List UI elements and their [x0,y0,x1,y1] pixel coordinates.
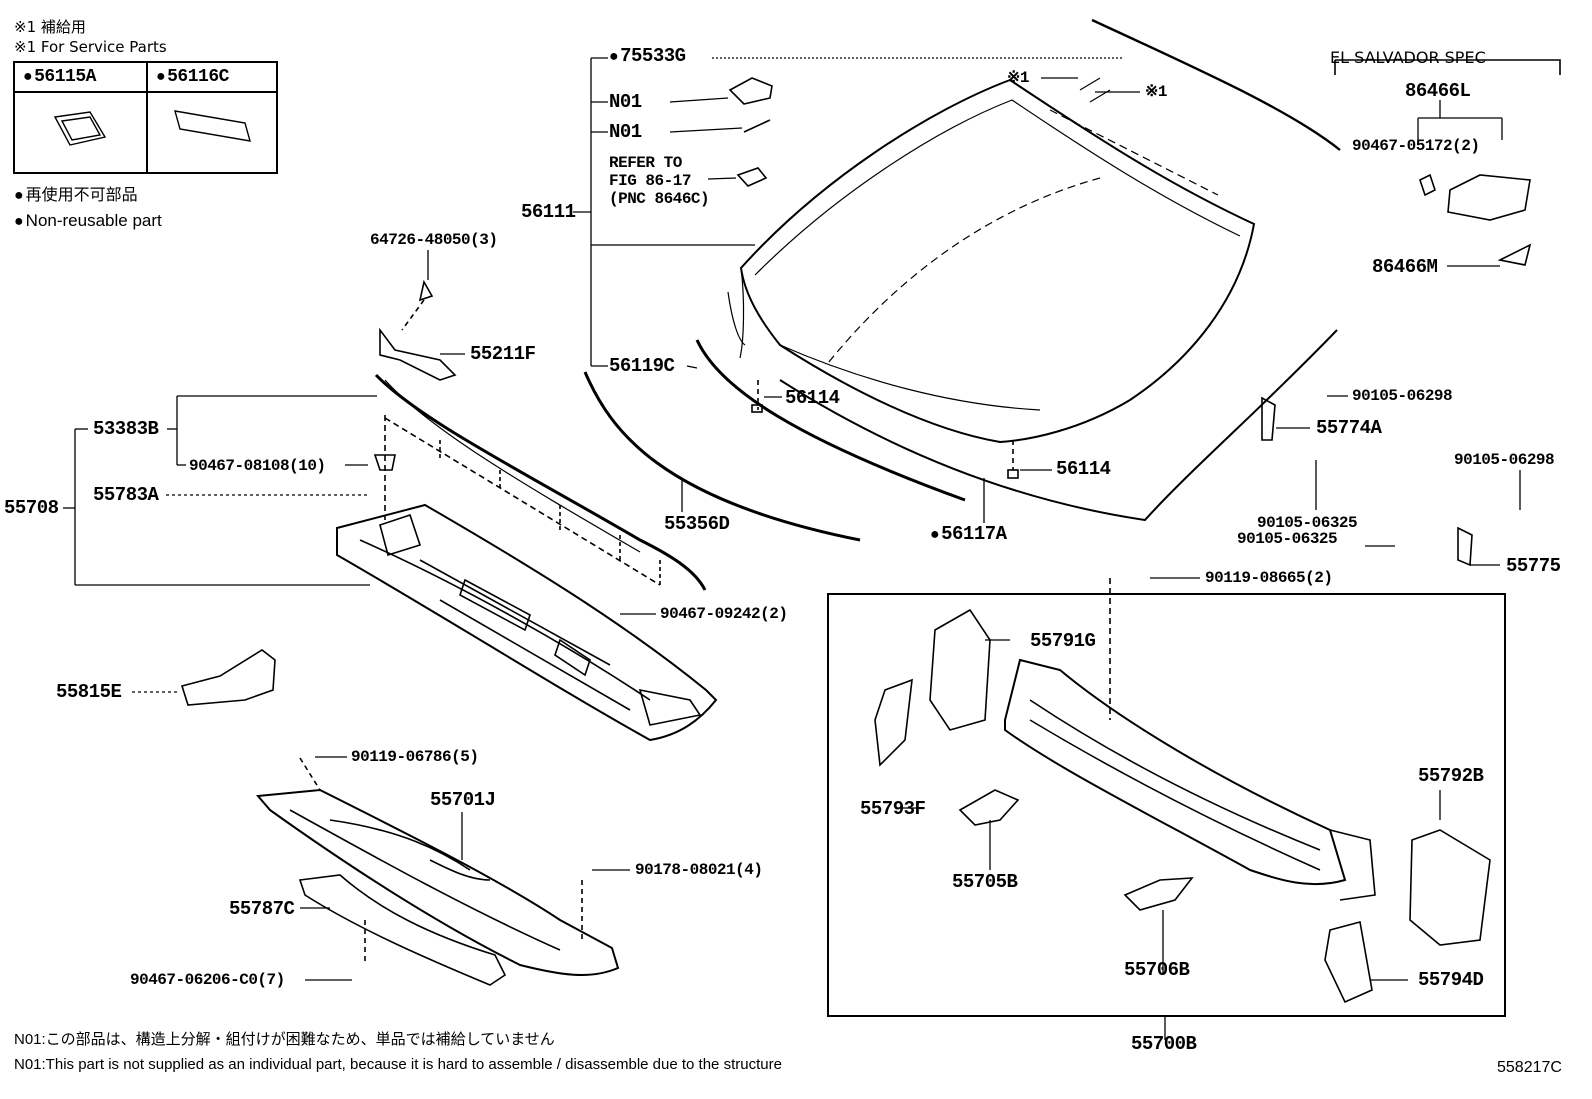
service-part-cell-1 [15,63,148,172]
label-55356D[interactable]: 55356D [664,513,730,535]
label-56111[interactable]: 56111 [521,201,576,223]
side-molding-55356d [583,371,861,542]
label-90119-08665[interactable]: 90119-08665(2) [1205,569,1333,587]
non-reusable-dot-icon [14,211,26,230]
label-55794D[interactable]: 55794D [1418,969,1484,991]
cowl-louver-illustration [336,503,718,742]
legend-item-en: Non-reusable part [14,211,162,230]
label-53383B[interactable]: 53383B [93,418,159,440]
label-90467-05172[interactable]: 90467-05172(2) [1352,137,1480,155]
label-90467-06206-C0[interactable]: 90467-06206-C0(7) [130,971,285,989]
label-55705B[interactable]: 55705B [952,871,1018,893]
refer-line-1: REFER TO [609,154,682,172]
service-part-code-1: 56115A [23,68,96,86]
legend-en-text: Non-reusable part [25,211,162,230]
mark-1-b: ※1 [1145,83,1168,101]
label-56114-b[interactable]: 56114 [1056,458,1111,480]
refer-line-3: (PNC 8646C) [609,190,710,208]
service-part-56115a-illustration [53,111,107,146]
cowl-panel-illustration [255,788,620,976]
label-55775[interactable]: 55775 [1506,555,1561,577]
footnote-jp: N01:この部品は、構造上分解・組付けが困難なため、単品では補給していません [14,1031,555,1048]
service-note-en: ※1 For Service Parts [14,38,167,56]
service-part-56116c-illustration [174,110,251,142]
service-part-code-2: 56116C [156,68,229,86]
label-55787C[interactable]: 55787C [229,898,295,920]
label-86466M[interactable]: 86466M [1372,256,1438,278]
service-parts-table: 56115A 56116C [13,61,278,174]
label-90105-06298-a[interactable]: 90105-06298 [1352,387,1453,405]
footnote-en: N01:This part is not supplied as an indi… [14,1056,782,1073]
label-86466L[interactable]: 86466L [1405,80,1471,102]
label-90467-08108[interactable]: 90467-08108(10) [189,457,326,475]
label-90119-06786[interactable]: 90119-06786(5) [351,748,479,766]
legend-jp-text: 再使用不可部品 [25,187,138,204]
label-56119C[interactable]: 56119C [609,355,675,377]
label-75533G[interactable]: 75533G [609,47,686,66]
label-55774A[interactable]: 55774A [1316,417,1382,439]
label-56114-a[interactable]: 56114 [785,387,840,409]
service-parts-header-row [15,63,276,93]
label-55792B[interactable]: 55792B [1418,765,1484,787]
label-N01-b[interactable]: N01 [609,121,642,143]
service-note-jp: ※1 補給用 [14,18,86,36]
label-55783A[interactable]: 55783A [93,484,159,506]
cowl-assembly-inset-frame [827,593,1506,1017]
label-55791G[interactable]: 55791G [1030,630,1096,652]
windshield-glass-illustration [727,77,1256,444]
label-55815E[interactable]: 55815E [56,681,122,703]
label-55706B[interactable]: 55706B [1124,959,1190,981]
label-90105-06325-b[interactable]: 90105-06325 [1237,530,1338,548]
label-90105-06298-b[interactable]: 90105-06298 [1454,451,1555,469]
roof-molding-illustration [1091,18,1341,151]
label-90178-08021[interactable]: 90178-08021(4) [635,861,763,879]
mark-1-a: ※1 [1007,69,1030,87]
label-55708[interactable]: 55708 [4,497,59,519]
label-55701J[interactable]: 55701J [430,789,496,811]
refer-line-2: FIG 86-17 [609,172,691,190]
non-reusable-dot-icon [14,187,26,204]
legend-item-jp: 再使用不可部品 [14,187,138,204]
label-55211F[interactable]: 55211F [470,343,536,365]
cowl-assembly-illustration [874,578,1491,1004]
el-salvador-spec: EL SALVADOR SPEC [1330,48,1486,67]
side-molding-56119c [695,339,966,502]
label-N01-a[interactable]: N01 [609,91,642,113]
windshield-outer-molding-illustration [779,329,1338,522]
figure-id: 558217C [1497,1059,1562,1076]
label-56117A[interactable]: 56117A [930,525,1007,544]
label-90105-06325-a[interactable]: 90105-06325 [1257,514,1358,532]
label-55793F[interactable]: 55793F [860,798,926,820]
label-64726-48050[interactable]: 64726-48050(3) [370,231,498,249]
label-90467-09242[interactable]: 90467-09242(2) [660,605,788,623]
label-55700B[interactable]: 55700B [1131,1033,1197,1055]
